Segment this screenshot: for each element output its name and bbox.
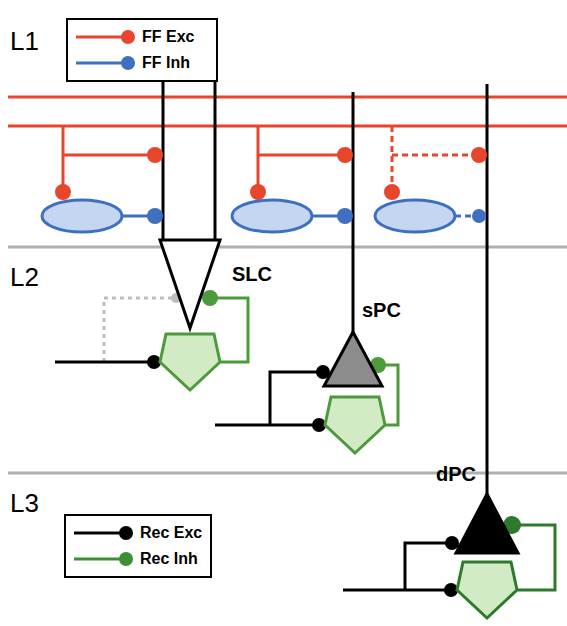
legend-sample <box>72 53 138 73</box>
recurrent-circuit <box>343 516 555 618</box>
legend-entry: Rec Exc <box>70 520 202 546</box>
cell-label: dPC <box>436 462 476 486</box>
legend-sample <box>70 549 136 569</box>
cell-soma <box>456 494 518 553</box>
legend-label: FF Exc <box>142 28 194 46</box>
legend-sample <box>70 523 136 543</box>
cell-soma <box>160 240 220 328</box>
legend-entry: Rec Inh <box>70 546 202 572</box>
cell-body <box>158 238 222 330</box>
legend-entry: FF Inh <box>72 50 208 76</box>
layer-boundary <box>8 246 567 249</box>
recurrent-circuit <box>55 290 248 390</box>
layer-label: L2 <box>10 262 39 292</box>
afferent-fiber <box>8 96 567 99</box>
ff-interneuron <box>42 126 163 232</box>
legend-label: FF Inh <box>142 54 190 72</box>
legend-entry: FF Exc <box>72 24 208 50</box>
cell-body <box>454 492 520 555</box>
pyramidal-cell: SLC <box>158 238 222 330</box>
layer-label: L1 <box>10 26 39 56</box>
legend-box: Rec ExcRec Inh <box>64 514 212 578</box>
layer-label: L3 <box>10 488 39 518</box>
cell-soma <box>324 332 382 386</box>
pyramidal-cell: dPC <box>454 492 520 555</box>
layer-boundary <box>8 472 567 475</box>
apical-dendrite <box>486 84 489 494</box>
legend-label: Rec Exc <box>140 524 202 542</box>
ff-interneuron-weak <box>375 126 487 232</box>
legend-box: FF Exc FF Inh <box>66 18 218 82</box>
pyramidal-cell: sPC <box>322 330 384 388</box>
ff-interneuron <box>232 126 353 232</box>
apical-dendrite <box>352 92 355 332</box>
cell-label: sPC <box>362 298 401 322</box>
legend-label: Rec Inh <box>140 550 198 568</box>
cell-body <box>322 330 384 388</box>
legend-sample <box>72 27 138 47</box>
afferent-fiber <box>8 125 567 128</box>
cell-label: SLC <box>232 262 272 286</box>
